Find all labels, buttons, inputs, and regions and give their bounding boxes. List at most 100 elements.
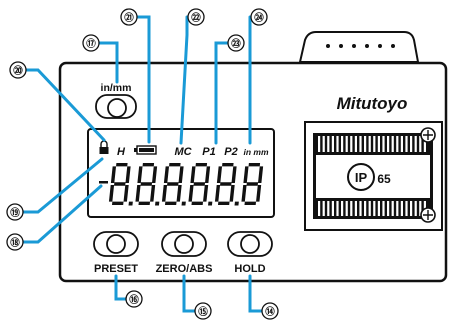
clamp-ribs-top	[318, 136, 426, 152]
mc-indicator: MC	[174, 146, 192, 158]
segment-c	[203, 185, 209, 202]
callout-16-number: ⑯	[129, 294, 139, 306]
decimal-point	[128, 201, 133, 206]
leader-17	[98, 41, 119, 84]
decimal-point	[234, 201, 239, 206]
p2-indicator: P2	[224, 146, 237, 158]
segment-a	[248, 163, 261, 167]
clamp-rib	[368, 136, 371, 152]
segment-b	[125, 166, 131, 184]
decimal-point	[155, 201, 160, 206]
segment-d	[244, 201, 257, 205]
segment-b	[231, 166, 237, 184]
clamp-rib	[405, 136, 408, 152]
segment-g	[114, 182, 126, 186]
callout-23: ㉓	[227, 34, 245, 52]
clamp-rib	[414, 136, 417, 152]
callout-17-number: ⑰	[86, 38, 96, 50]
clamp-rib	[345, 201, 348, 216]
segment-d	[164, 201, 177, 205]
clamp-rib	[391, 136, 394, 152]
ip-badge-label: IP	[355, 170, 368, 185]
segment-a	[222, 163, 234, 167]
preset-button[interactable]	[106, 234, 126, 254]
unit-button[interactable]	[107, 98, 127, 118]
clamp-rib	[322, 136, 325, 152]
callout-24: ㉔	[250, 8, 268, 26]
clamp-rib	[410, 136, 413, 152]
callout-14: ⑭	[261, 302, 279, 320]
segment-c	[256, 185, 262, 202]
unit-indicator: in mm	[243, 147, 268, 157]
callout-17: ⑰	[82, 34, 100, 52]
segment-f	[216, 166, 223, 184]
clamp-rib	[364, 201, 367, 216]
zero-abs-button-label: ZERO/ABS	[156, 263, 213, 275]
clamp-rib	[368, 201, 371, 216]
clamp-rib	[336, 201, 339, 216]
clamp-rib	[382, 136, 385, 152]
leader-21	[136, 15, 151, 144]
p1-indicator: P1	[202, 146, 215, 158]
segment-f	[190, 166, 196, 184]
lcd-digits	[108, 163, 264, 206]
ip-badge-number: 65	[377, 172, 391, 186]
clamp-rib	[364, 136, 367, 152]
clamp-rib	[373, 201, 376, 216]
clamp-rib	[391, 201, 394, 216]
top-grip	[298, 31, 420, 63]
hold-button-label: HOLD	[234, 263, 265, 275]
callout-21: ㉑	[120, 8, 138, 26]
clamp-rib	[405, 201, 408, 216]
lcd-digit-4	[188, 163, 213, 206]
leader-16	[114, 274, 128, 301]
clamp-rib	[350, 201, 353, 216]
leader-14	[248, 274, 264, 313]
callout-20-number: ⑳	[13, 65, 23, 77]
segment-g	[246, 182, 259, 186]
screw-top-icon	[420, 127, 436, 143]
callout-21-number: ㉑	[124, 12, 134, 24]
clamp-rib	[350, 136, 353, 152]
clamp-rib	[341, 136, 344, 152]
lcd-digit-6	[241, 163, 264, 205]
leader-18	[20, 184, 103, 244]
hold-indicator: H	[117, 146, 126, 158]
lcd-digit-1	[108, 163, 133, 206]
hold-button[interactable]	[240, 234, 260, 254]
callout-20: ⑳	[9, 61, 27, 79]
clamp-rib	[318, 136, 321, 152]
clamp-rib	[410, 201, 413, 216]
clamp-rib	[400, 136, 403, 152]
callout-24-number: ㉔	[254, 12, 264, 24]
segment-b	[204, 166, 211, 184]
segment-e	[188, 185, 194, 202]
clamp-rib	[377, 136, 380, 152]
segment-f	[110, 166, 117, 184]
callout-23-number: ㉓	[231, 38, 241, 50]
preset-button-label: PRESET	[94, 263, 138, 275]
zero-abs-button[interactable]	[174, 234, 194, 254]
clamp-rib	[341, 201, 344, 216]
segment-a	[195, 163, 208, 167]
segment-b	[151, 166, 158, 184]
segment-e	[108, 185, 115, 202]
segment-d	[217, 201, 230, 205]
grip-dots	[326, 44, 395, 48]
clamp-ribs-bottom	[318, 201, 426, 216]
segment-c	[150, 185, 156, 202]
segment-a	[116, 163, 128, 167]
decimal-point	[208, 201, 213, 206]
leader-15	[182, 274, 197, 313]
segment-a	[142, 163, 155, 167]
clamp-rib	[354, 201, 357, 216]
callout-22: ㉒	[187, 8, 205, 26]
segment-e	[135, 185, 141, 202]
segment-b	[178, 166, 184, 184]
callout-18-number: ⑱	[10, 237, 20, 249]
segment-a	[169, 163, 181, 167]
clamp-rib	[373, 136, 376, 152]
clamp-rib	[327, 136, 330, 152]
clamp-rib	[387, 136, 390, 152]
